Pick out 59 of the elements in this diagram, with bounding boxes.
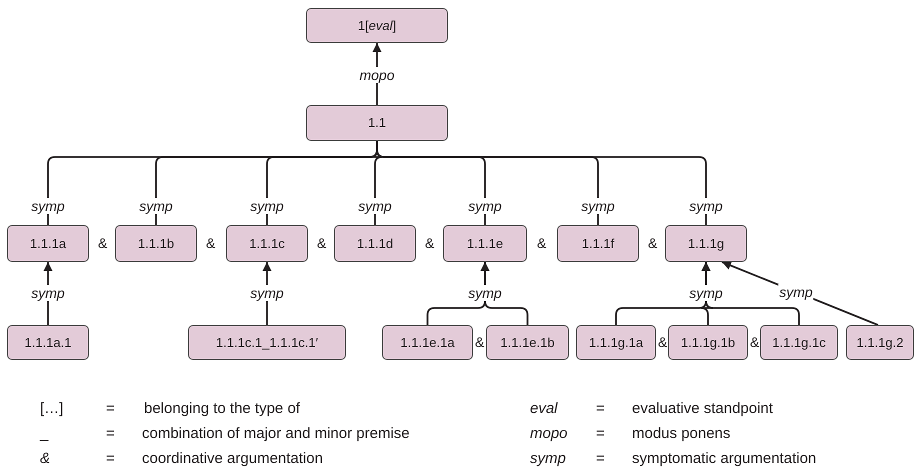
argument-box: 1.1.1d xyxy=(334,225,416,262)
conjunction-sign: & xyxy=(425,234,434,252)
argument-box: 1.1.1g.1c xyxy=(760,325,838,360)
legend-definition: symptomatic argumentation xyxy=(632,450,816,468)
conjunction-sign: & xyxy=(537,234,546,252)
legend-definition: belonging to the type of xyxy=(144,400,300,418)
legend-symbol: & xyxy=(40,450,50,468)
edge-label: symp xyxy=(688,198,724,214)
legend-symbol: mopo xyxy=(530,425,568,443)
edge-label: symp xyxy=(688,285,724,301)
argument-box: 1.1.1a.1 xyxy=(7,325,89,360)
argument-box: 1.1.1b xyxy=(115,225,197,262)
edge-label: symp xyxy=(778,284,814,300)
legend-symbol: _ xyxy=(40,425,48,443)
argument-box: 1.1.1c xyxy=(226,225,308,262)
edge-label: symp xyxy=(249,198,285,214)
conjunction-sign: & xyxy=(750,333,760,351)
argument-box: 1.1.1g.1a xyxy=(576,325,656,360)
legend-definition: modus ponens xyxy=(632,425,730,443)
edge-label: symp xyxy=(249,285,285,301)
legend-definition: combination of major and minor premise xyxy=(142,425,410,443)
argument-box: 1.1 xyxy=(306,105,448,141)
legend-definition: evaluative standpoint xyxy=(632,400,773,418)
equals-sign: = xyxy=(596,425,605,443)
conjunction-sign: & xyxy=(98,234,108,252)
conjunction-sign: & xyxy=(648,234,658,252)
edge-label: symp xyxy=(30,285,66,301)
argument-box: 1.1.1a xyxy=(7,225,89,262)
argument-box: 1[eval] xyxy=(306,8,448,43)
edge-label: mopo xyxy=(358,67,396,83)
argument-box: 1.1.1g.1b xyxy=(668,325,748,360)
argument-box: 1.1.1e.1a xyxy=(382,325,473,360)
argument-box: 1.1.1g.2 xyxy=(846,325,914,360)
argument-box: 1.1.1g xyxy=(665,225,747,262)
edge-label: symp xyxy=(467,285,503,301)
legend-symbol: symp xyxy=(530,450,566,468)
conjunction-sign: & xyxy=(658,333,668,351)
conjunction-sign: & xyxy=(317,234,326,252)
connector xyxy=(376,141,707,225)
equals-sign: = xyxy=(596,450,605,468)
equals-sign: = xyxy=(596,400,605,418)
argument-box: 1.1.1c.1_1.1.1c.1′ xyxy=(188,325,346,360)
argument-box: 1.1.1f xyxy=(557,225,639,262)
edge-label: symp xyxy=(138,198,174,214)
argument-box: 1.1.1e.1b xyxy=(486,325,569,360)
legend-definition: coordinative argumentation xyxy=(142,450,323,468)
equals-sign: = xyxy=(106,400,115,418)
equals-sign: = xyxy=(106,425,115,443)
connector xyxy=(702,262,800,325)
conjunction-sign: & xyxy=(206,234,216,252)
equals-sign: = xyxy=(106,450,115,468)
edge-label: symp xyxy=(30,198,66,214)
conjunction-sign: & xyxy=(475,333,484,351)
edge-label: symp xyxy=(357,198,393,214)
legend-symbol: eval xyxy=(530,400,558,418)
edge-label: symp xyxy=(467,198,503,214)
argument-box: 1.1.1e xyxy=(443,225,527,262)
edge-label: symp xyxy=(580,198,616,214)
legend-symbol: […] xyxy=(40,400,64,418)
